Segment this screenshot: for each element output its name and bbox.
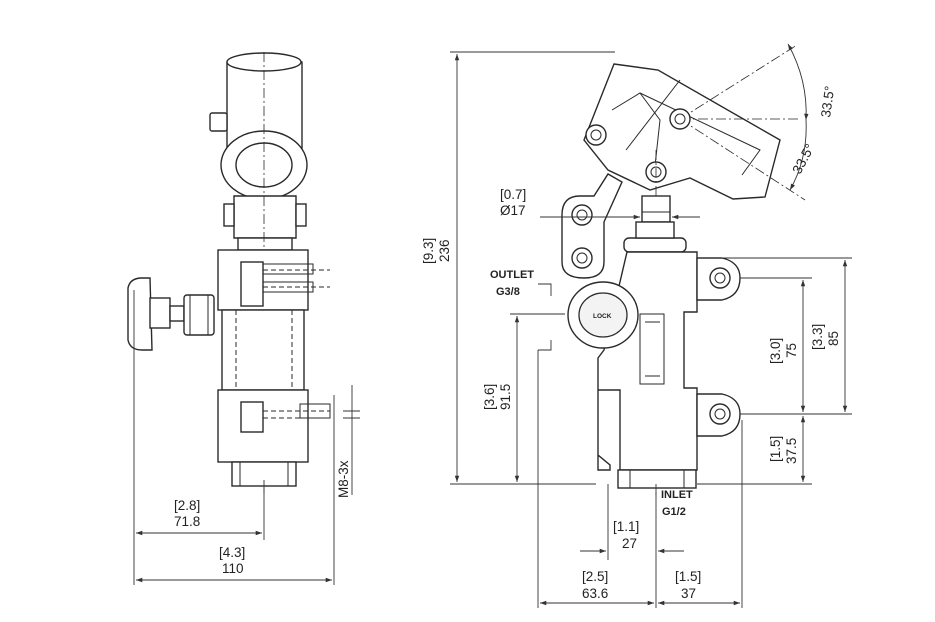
dim-height-mm: 236	[437, 239, 452, 262]
inlet-thread: G1/2	[662, 506, 686, 518]
front-view-dimensions	[450, 43, 852, 608]
dim-outlet-height-inch: [3.6]	[482, 384, 497, 410]
dim-piston-inch: [0.7]	[500, 187, 526, 202]
dim-mount-spacing-mm: 75	[784, 343, 799, 358]
dim-total-mm: 110	[222, 561, 244, 576]
dim-upper-mount-mm: 85	[826, 331, 841, 346]
dim-width-mm: 71.8	[174, 514, 200, 529]
outlet-label: OUTLET	[490, 269, 534, 281]
front-view	[561, 44, 806, 495]
side-view-dimensions	[133, 290, 360, 585]
dim-piston-mm: Ø17	[500, 203, 526, 218]
dim-upper-mount-inch: [3.3]	[810, 324, 825, 350]
dim-mount-spacing-inch: [3.0]	[768, 338, 783, 364]
dim-right-mm: 37	[681, 586, 696, 601]
dim-left-mm: 63.6	[582, 586, 608, 601]
dim-width-inch: [2.8]	[174, 498, 200, 513]
dim-inlet-offset-mm: 27	[622, 536, 637, 551]
dim-mount-thread: M8-3x	[336, 460, 351, 498]
dim-total-inch: [4.3]	[219, 545, 245, 560]
inlet-label: INLET	[661, 489, 693, 501]
angle-top: 33.5°	[818, 85, 837, 118]
outlet-thread: G3/8	[496, 286, 520, 298]
dim-left-inch: [2.5]	[582, 569, 608, 584]
dim-lower-mount-inch: [1.5]	[768, 436, 783, 462]
dim-right-inch: [1.5]	[675, 569, 701, 584]
lock-label: LOCK	[593, 313, 612, 320]
dim-outlet-height-mm: 91.5	[498, 384, 513, 410]
side-view	[127, 52, 331, 495]
dim-inlet-offset-inch: [1.1]	[613, 519, 639, 534]
angle-lower: 33.5°	[789, 141, 817, 176]
dim-lower-mount-mm: 37.5	[784, 438, 799, 464]
dim-height-inch: [9.3]	[421, 238, 436, 264]
